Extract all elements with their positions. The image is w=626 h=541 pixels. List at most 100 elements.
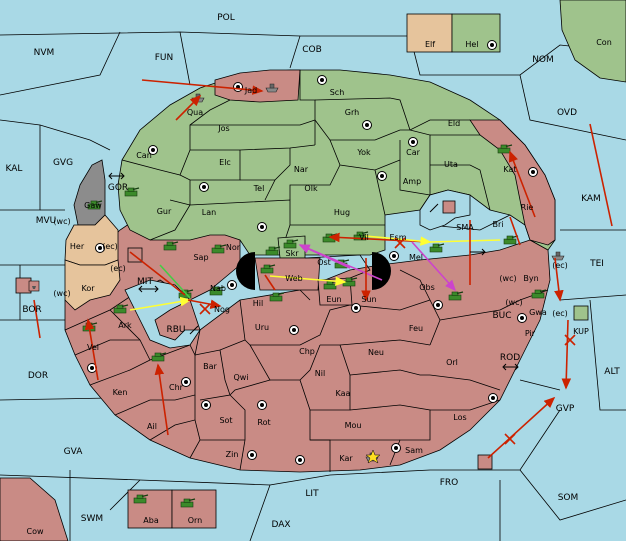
province-ost-border (304, 254, 371, 279)
label-can: Can (136, 151, 152, 160)
label-gur: Gur (157, 207, 172, 216)
label-nil: Nil (315, 369, 325, 378)
legend-hel-label: Hel (465, 40, 478, 49)
sea-cob: COB (302, 45, 322, 55)
label-chp: Chp (299, 347, 315, 356)
label-esm: Esm (389, 233, 406, 242)
sea-dor: DOR (28, 371, 48, 381)
label-car: Car (406, 148, 420, 157)
label-pir: Pir (525, 329, 536, 338)
sea-gva: GVA (64, 447, 84, 457)
label-sot: Sot (219, 416, 232, 425)
label-elc: Elc (219, 158, 231, 167)
province-borders-north (121, 70, 511, 256)
label-ark: Ark (118, 321, 132, 330)
label-vel: Vel (87, 343, 99, 352)
label-obs: Obs (419, 283, 435, 292)
label-orn: Orn (188, 516, 203, 525)
label-olk: Olk (304, 184, 318, 193)
label-mel: Mel (409, 253, 423, 262)
label-rot: Rot (257, 418, 270, 427)
sea-kal: KAL (6, 164, 23, 174)
barrier-east (372, 252, 391, 290)
sea-buc: BUC (492, 311, 511, 321)
province-labels: Con Jad Sch Qua Jos Grh Eld Can Elc Nar … (26, 38, 611, 536)
label-sch: Sch (330, 88, 345, 97)
label-tel: Tel (253, 184, 265, 193)
label-orl: Orl (446, 358, 458, 367)
label-los: Los (453, 413, 466, 422)
failed-marks (199, 237, 576, 445)
sea-som: SOM (558, 493, 579, 503)
legend-elf-label: Elf (425, 40, 435, 49)
kup-flag (573, 305, 589, 321)
legend-tan (406, 13, 453, 53)
sea-gvg: GVG (53, 158, 73, 168)
barrier-west (236, 252, 255, 290)
coast-tag: (ec) (552, 261, 568, 270)
province-borders-south (64, 269, 549, 472)
label-ail: Ail (147, 422, 157, 431)
label-chr: Chr (169, 383, 184, 392)
sea-swm: SWM (81, 514, 103, 524)
label-con: Con (596, 38, 612, 47)
label-cow: Cow (26, 527, 43, 536)
sea-mvu: MVU (36, 216, 57, 226)
label-sun: Sun (361, 295, 376, 304)
label-yok: Yok (356, 148, 371, 157)
label-ost: Ost (317, 258, 331, 267)
coast-tag: (ec) (552, 309, 568, 318)
label-amp: Amp (403, 177, 421, 186)
label-ken: Ken (113, 388, 128, 397)
sea-alt: ALT (604, 367, 620, 377)
label-nog: Nog (214, 305, 230, 314)
province-kor (64, 259, 121, 311)
coast-labels: (wc) (ec) (ec) (wc) (wc) (ec) (wc) (ec) (53, 217, 567, 318)
label-gwa: Gwa (529, 308, 547, 317)
label-vil: Vil (359, 233, 369, 242)
sea-ovd: OVD (557, 108, 577, 118)
label-nar: Nar (294, 165, 309, 174)
label-kaa: Kaa (336, 389, 351, 398)
label-skr: Skr (286, 249, 300, 258)
label-eld: Eld (448, 119, 460, 128)
label-kat: Kat (503, 165, 516, 174)
label-lan: Lan (202, 208, 216, 217)
label-bri: Bri (493, 220, 504, 229)
coast-tag: (wc) (499, 274, 516, 283)
label-hil: Hil (253, 299, 263, 308)
label-grh: Grh (345, 108, 359, 117)
sea-rbu: RBU (166, 325, 185, 335)
coast-tag: (wc) (53, 217, 70, 226)
passage-arrows (108, 172, 519, 371)
label-feu: Feu (409, 324, 423, 333)
label-nor: Nor (226, 243, 241, 252)
star-icon (365, 449, 381, 464)
coast-tag: (wc) (53, 289, 70, 298)
label-uta: Uta (444, 160, 458, 169)
label-neu: Neu (368, 348, 384, 357)
sea-kam: KAM (581, 194, 601, 204)
continent-north (117, 69, 556, 256)
sma-flag (442, 200, 456, 214)
label-byn: Byn (523, 274, 538, 283)
label-gaw: Gaw (84, 201, 102, 210)
label-qwi: Qwi (233, 373, 248, 382)
label-uru: Uru (255, 323, 269, 332)
label-aba: Aba (143, 516, 159, 525)
sea-fun: FUN (155, 53, 174, 63)
label-sap: Sap (193, 253, 208, 262)
label-kup: KUP (573, 327, 589, 336)
sea-fro: FRO (440, 478, 459, 488)
sea-labels: POL NVM FUN COB NOM OVD KAL GVG GOR KAM … (6, 13, 621, 530)
province-orn (171, 489, 217, 529)
label-qua: Qua (187, 108, 203, 117)
sea-lit: LIT (305, 489, 319, 499)
sea-rod: ROD (500, 353, 520, 363)
province-cow (0, 477, 69, 541)
sea-pol: POL (217, 13, 235, 23)
label-sma: SMA (456, 223, 474, 232)
province-con (559, 0, 626, 83)
